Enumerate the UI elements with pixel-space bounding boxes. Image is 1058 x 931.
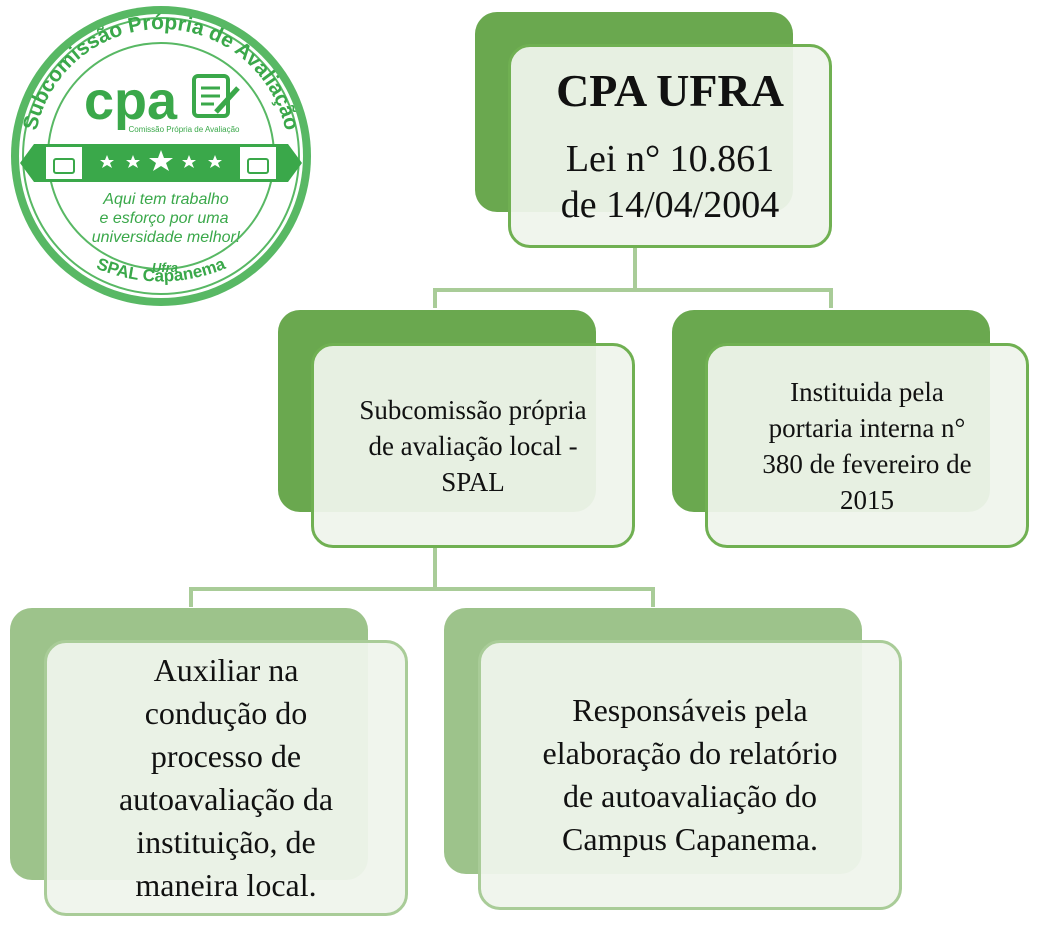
bottom-left-node-line-2: condução do [144, 695, 308, 731]
hands-icon-left [46, 147, 82, 179]
bottom-right-node-line-3: de autoavaliação do [562, 778, 818, 814]
hands-icon-right [240, 147, 276, 179]
bottom-right-node-responsaveis: Responsáveis pela elaboração do relatóri… [478, 640, 902, 910]
seal-slogan-line-3: universidade melhor! [92, 229, 241, 246]
root-node-line-1: Lei n° 10.861 [565, 138, 775, 180]
cpa-logo-text: cpa [84, 71, 178, 131]
seal-slogan-line-2: e esforço por uma [100, 210, 229, 227]
seal-slogan-line-1: Aqui tem trabalho [102, 191, 229, 208]
ufra-label: Ufra [152, 260, 178, 275]
connector-left-mid-down [433, 547, 437, 587]
connector-bottom-horizontal [189, 587, 655, 591]
cpa-logo-subtitle: Comissão Própria de Avaliação [128, 125, 240, 134]
connector-bottom-left-up [189, 587, 193, 607]
left-mid-node-line-2: de avaliação local - [368, 430, 578, 461]
cpa-seal-logo: Subcomissão Própria de Avaliação cpa Com… [11, 6, 311, 306]
right-mid-node-portaria: Instituida pela portaria interna n° 380 … [705, 343, 1029, 548]
bottom-right-node-line-1: Responsáveis pela [572, 692, 808, 728]
connector-top-horizontal [433, 288, 833, 292]
right-mid-node-line-1: Instituida pela [790, 376, 944, 407]
left-mid-node-line-1: Subcomissão própria [359, 394, 587, 425]
left-mid-node-line-3: SPAL [441, 466, 505, 497]
bottom-left-node-line-4: autoavaliação da [118, 781, 334, 817]
bottom-left-node-line-3: processo de [150, 738, 302, 774]
root-node-title: CPA UFRA [556, 65, 784, 116]
bottom-left-node-line-5: instituição, de [136, 824, 316, 860]
root-node-cpa-ufra: CPA UFRA Lei n° 10.861 de 14/04/2004 [508, 44, 832, 248]
bottom-right-node-line-2: elaboração do relatório [542, 735, 838, 771]
connector-root-down [633, 248, 637, 288]
connector-right-mid-up [829, 288, 833, 308]
document-pencil-icon [192, 74, 240, 118]
bottom-left-node-auxiliar: Auxiliar na condução do processo de auto… [44, 640, 408, 916]
right-mid-node-line-4: 2015 [840, 484, 894, 515]
left-mid-node-spal: Subcomissão própria de avaliação local -… [311, 343, 635, 548]
connector-bottom-right-up [651, 587, 655, 607]
bottom-left-node-line-6: maneira local. [135, 867, 317, 903]
bottom-left-node-line-1: Auxiliar na [153, 652, 299, 688]
root-node-line-2: de 14/04/2004 [560, 184, 780, 226]
bottom-right-node-line-4: Campus Capanema. [562, 821, 818, 857]
star-rating-icon [100, 150, 222, 171]
right-mid-node-line-3: 380 de fevereiro de [762, 448, 972, 479]
connector-left-mid-up [433, 288, 437, 308]
right-mid-node-line-2: portaria interna n° [768, 412, 966, 443]
